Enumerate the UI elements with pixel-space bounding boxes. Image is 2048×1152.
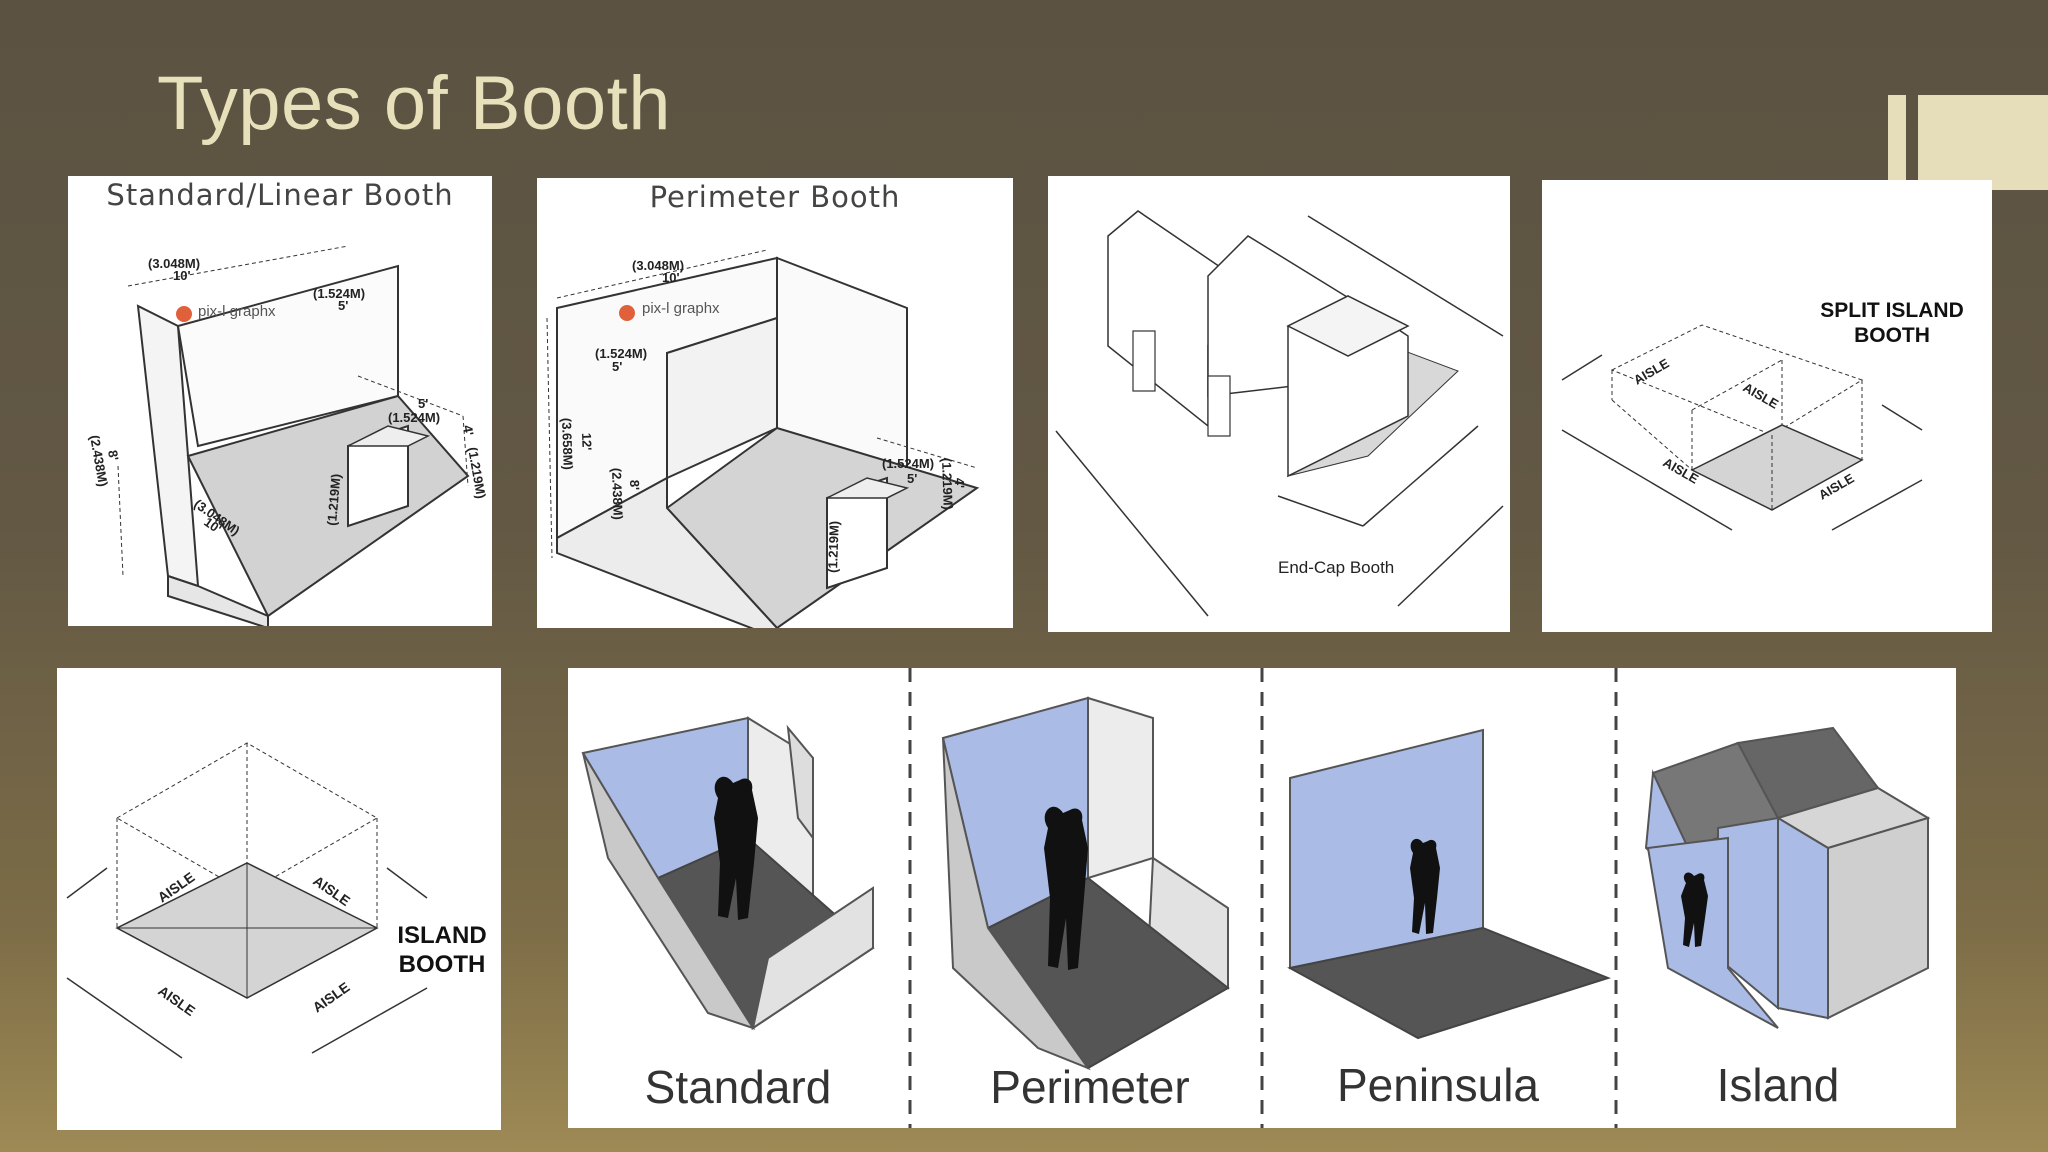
perimeter-dim-13: (1.219M) (825, 521, 842, 574)
endcap-booth-panel: End-Cap Booth (1048, 176, 1510, 632)
corner-accent-bar (1888, 95, 1906, 185)
perimeter-booth-panel: Perimeter Booth pix-l graphx (3.048M) 10… (537, 178, 1013, 628)
endcap-booth-caption: End-Cap Booth (1278, 558, 1394, 577)
split-island-booth-panel: AISLE AISLE AISLE AISLE SPLIT ISLAND BOO… (1542, 180, 1992, 632)
split-island-label-line1: SPLIT ISLAND (1820, 299, 1964, 322)
island-booth-label-line2: BOOTH (398, 950, 486, 978)
peninsula-booth-figure (1287, 728, 1611, 1040)
perimeter-dim-2: 10' (662, 270, 680, 285)
perimeter-dim-6: 12' (579, 433, 595, 451)
caption-standard: Standard (644, 1061, 832, 1113)
split-island-label-line2: BOOTH (1854, 324, 1930, 348)
island-booth-figure (1644, 726, 1931, 1029)
perimeter-dim-12: 4' (952, 478, 967, 489)
slide-title: Types of Booth (157, 61, 671, 146)
linear-booth-title: Standard/Linear Booth (106, 178, 454, 212)
booth-comparison-diagram (581, 668, 1931, 1128)
island-booth-label-line1: ISLAND (397, 922, 487, 949)
corner-accent-block (1918, 95, 2048, 190)
split-island-diagram: AISLE AISLE AISLE AISLE (1561, 324, 1923, 531)
island-booth-label: ISLAND BOOTH (387, 922, 497, 980)
perimeter-booth-brand: pix-l graphx (642, 300, 720, 317)
linear-booth-panel: Standard/Linear Booth pix-l graphx (3.04… (68, 176, 492, 626)
perimeter-booth-brand-logo: pix-l graphx (619, 300, 720, 321)
island-booth-diagram: AISLE AISLE AISLE AISLE (66, 742, 428, 1059)
perimeter-dim-5: (3.658M) (559, 418, 576, 471)
island-aisle-label-4: AISLE (310, 979, 353, 1016)
split-aisle-label-2: AISLE (1741, 380, 1782, 412)
perimeter-dim-3: (1.524M) (595, 346, 647, 361)
linear-dim-1: (3.048M) (148, 256, 200, 271)
linear-booth-diagram: pix-l graphx (3.048M) 10' (1.524M) 5' (2… (87, 245, 489, 626)
linear-dim-7: (1.524M) (388, 410, 440, 425)
linear-booth-brand: pix-l graphx (198, 303, 276, 320)
linear-dim-9: 4' (460, 424, 477, 437)
island-booth-panel: AISLE AISLE AISLE AISLE ISLAND BOOTH (57, 668, 501, 1130)
perimeter-dim-8: 8' (627, 480, 642, 491)
split-aisle-label-3: AISLE (1661, 455, 1702, 487)
linear-dim-6: 8' (105, 449, 122, 462)
perimeter-dim-1: (3.048M) (632, 258, 684, 273)
linear-dim-2: 10' (173, 268, 191, 283)
caption-island: Island (1716, 1059, 1840, 1111)
linear-dim-8: 5' (418, 396, 428, 411)
perimeter-dim-7: (2.438M) (609, 468, 626, 521)
perimeter-dim-4: 5' (612, 359, 622, 374)
island-aisle-label-3: AISLE (155, 982, 198, 1019)
perimeter-dim-10: 5' (907, 471, 917, 486)
linear-booth-brand-logo: pix-l graphx (176, 303, 276, 322)
perimeter-dim-9: (1.524M) (882, 456, 934, 471)
linear-dim-3: (1.524M) (313, 286, 365, 301)
booth-comparison-panel: Standard Perimeter Peninsula Island (568, 668, 1956, 1128)
linear-dim-10: (1.219M) (465, 446, 489, 500)
standard-booth-figure (581, 716, 875, 1031)
perimeter-booth-figure (941, 696, 1230, 1071)
perimeter-booth-title: Perimeter Booth (649, 180, 901, 214)
linear-dim-4: 5' (338, 298, 348, 313)
caption-peninsula: Peninsula (1336, 1059, 1540, 1111)
perimeter-dim-11: (1.219M) (939, 458, 956, 511)
caption-perimeter: Perimeter (990, 1061, 1190, 1113)
split-island-label: SPLIT ISLAND BOOTH (1802, 298, 1982, 348)
perimeter-booth-diagram: pix-l graphx (3.048M) 10' (1.524M) 5' (3… (546, 249, 980, 628)
linear-dim-11: (1.219M) (324, 473, 343, 526)
endcap-booth-diagram: End-Cap Booth (1055, 210, 1504, 617)
split-aisle-label-1: AISLE (1631, 355, 1672, 387)
